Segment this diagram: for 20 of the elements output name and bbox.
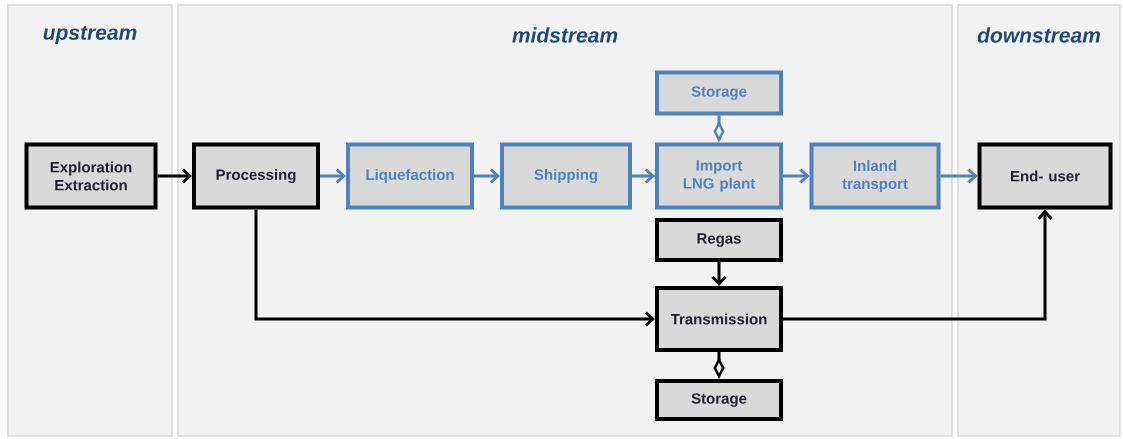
arrow [254,209,655,327]
process-box: Import LNG plant [655,142,783,210]
arrow [940,168,978,184]
arrow [783,168,810,184]
process-box: Processing [192,142,320,210]
process-box: Transmission [655,286,783,352]
process-box: Exploration Extraction [24,142,158,210]
process-box: Inland transport [809,142,941,210]
arrow [711,262,727,286]
arrow [157,168,192,184]
process-box: Regas [655,218,783,262]
arrow [783,209,1053,321]
process-box: End- user [977,142,1113,210]
process-box: Shipping [500,142,632,210]
process-box: Liquefaction [346,142,474,210]
arrow [320,168,346,184]
process-box: Storage [655,70,783,116]
arrow [474,168,500,184]
arrow [632,168,655,184]
process-box: Storage [655,379,783,421]
